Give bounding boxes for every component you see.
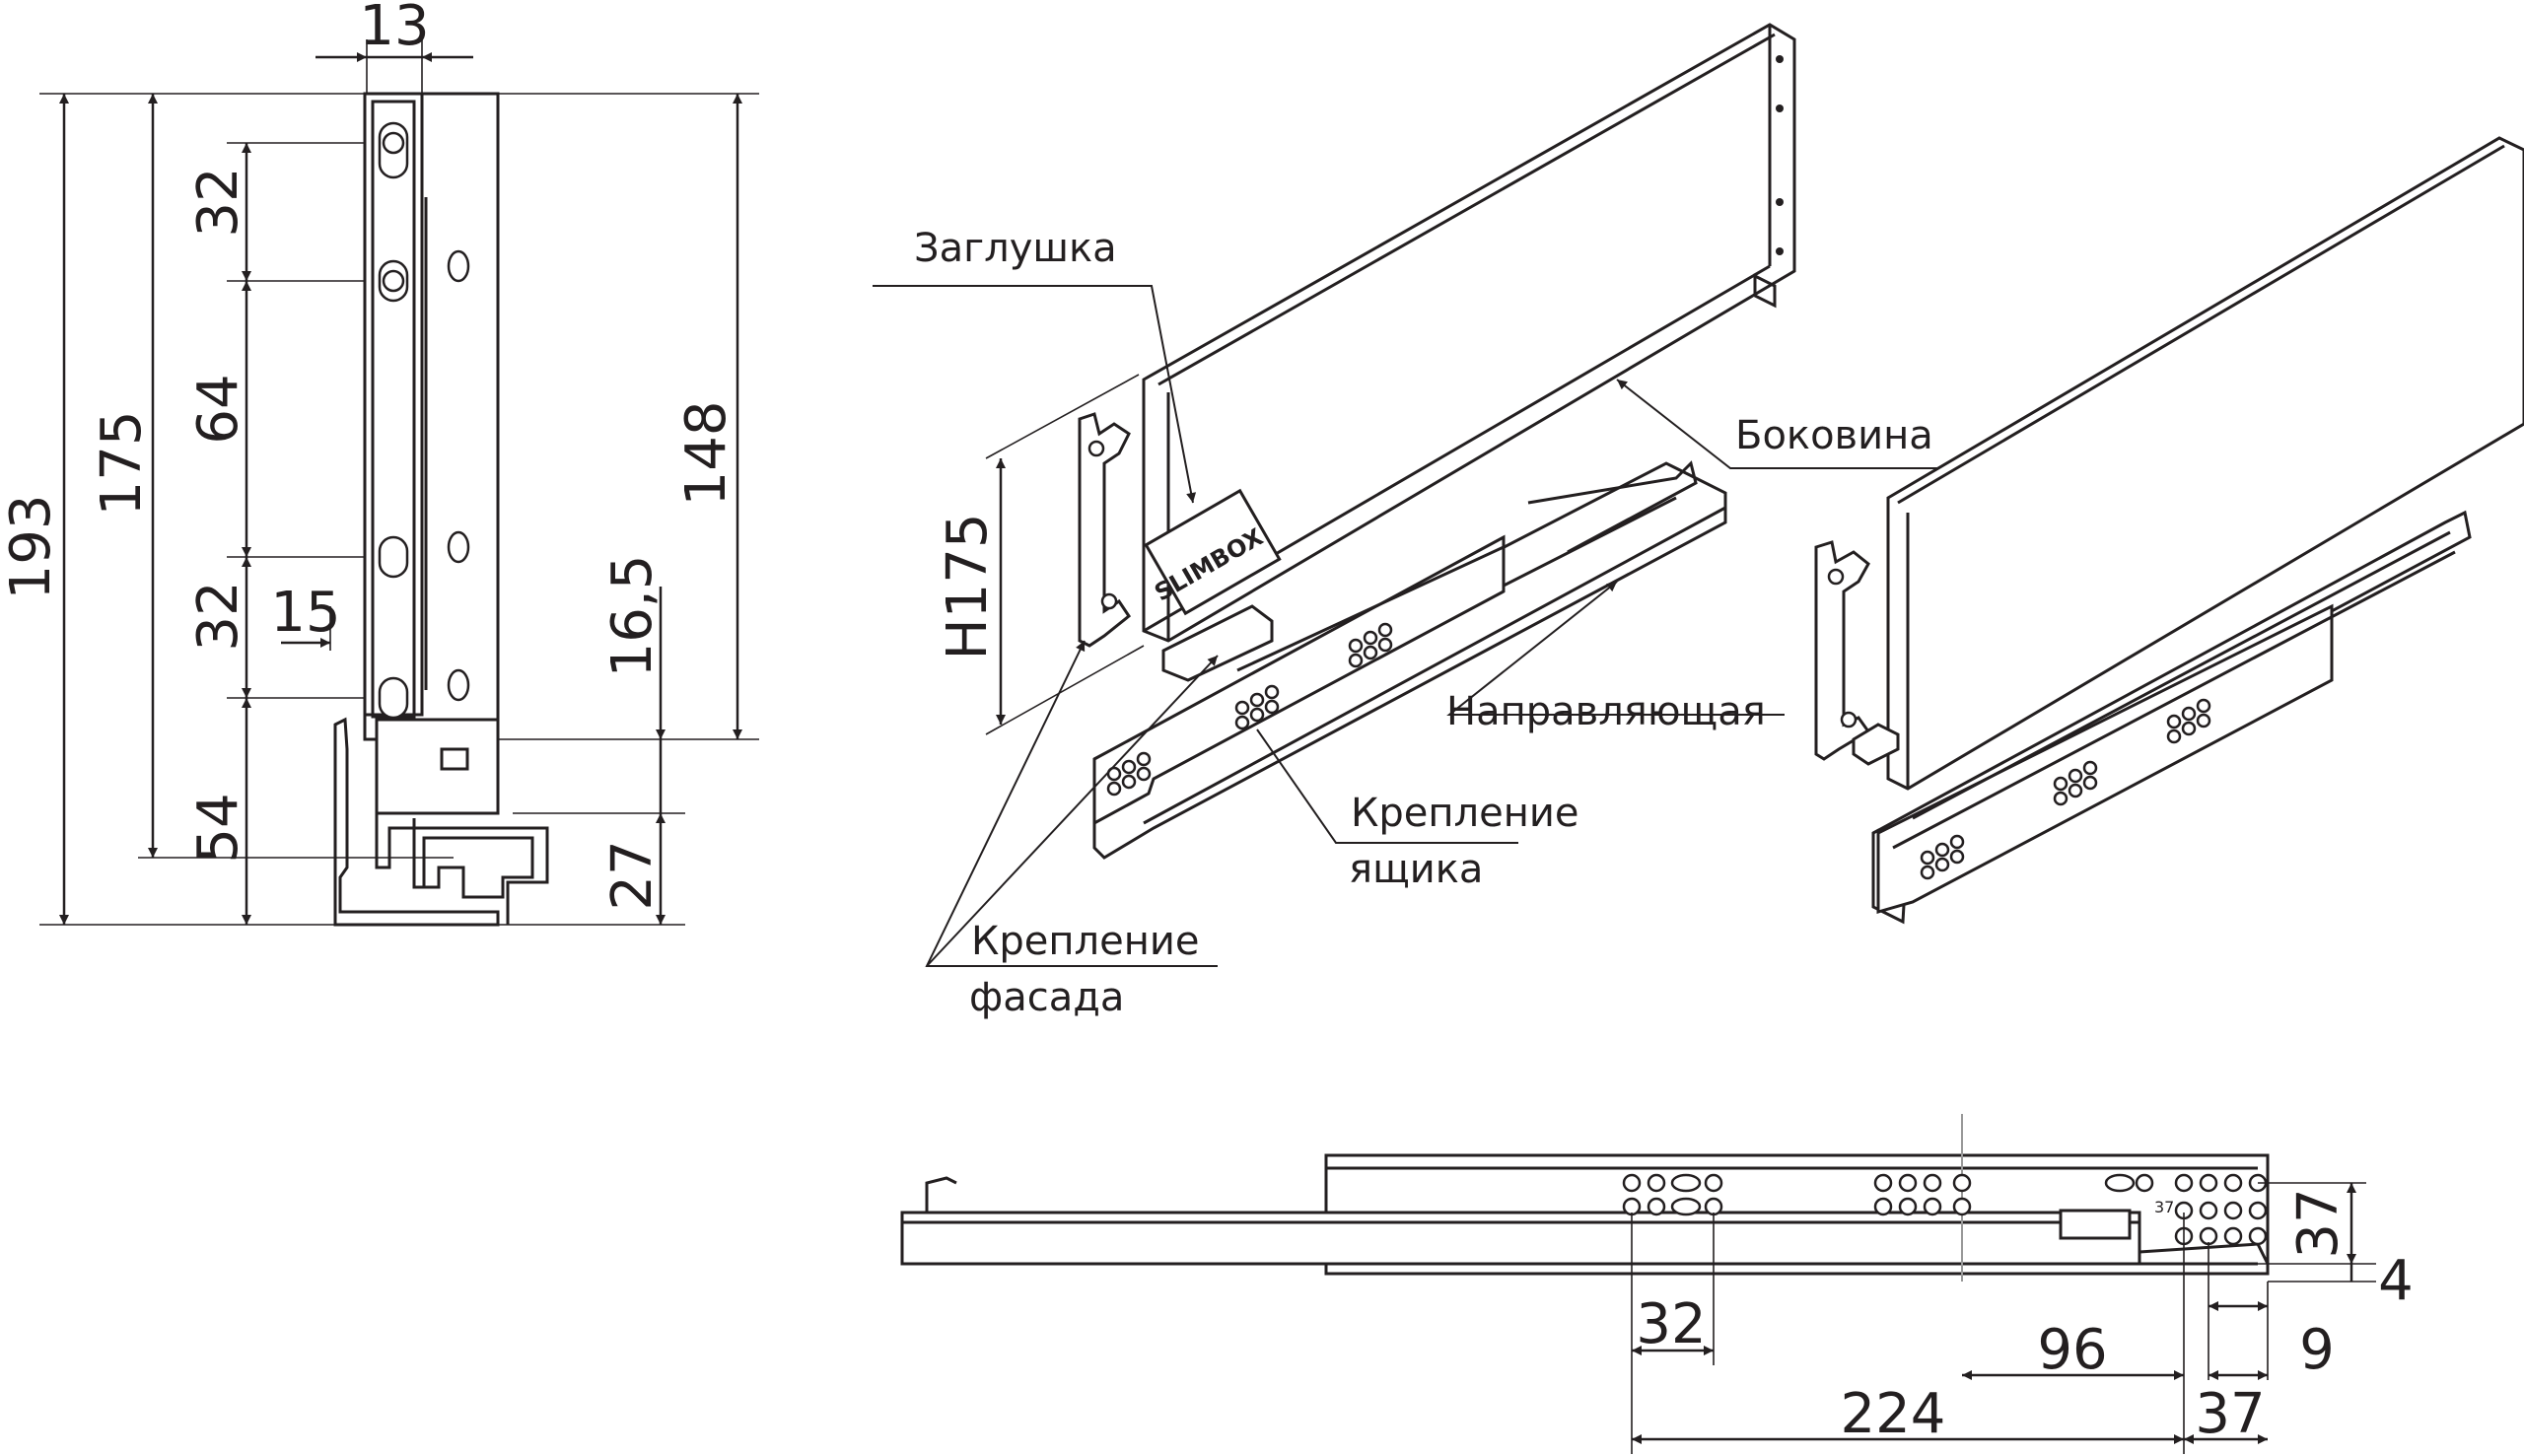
- dim-runner-small-37: 37: [2154, 1198, 2174, 1216]
- runner-holes: [1106, 622, 1393, 797]
- label-front-mount-line2: фасада: [969, 975, 1124, 1020]
- dim-runner-224: 224: [1841, 1382, 1946, 1446]
- section-view: [39, 39, 759, 927]
- dim-175: 175: [90, 411, 154, 517]
- dim-runner-9: 9: [2299, 1318, 2335, 1382]
- label-plug: Заглушка: [914, 226, 1117, 271]
- dim-32-bottom: 32: [186, 581, 250, 651]
- perspective-view-assembled: [1814, 136, 2524, 925]
- dim-148: 148: [674, 401, 738, 507]
- perspective-view: SLIMBOX: [873, 23, 1942, 967]
- section-dimension-labels: 13 193 175 32 64 32 15 54 148 16,5 27: [0, 0, 738, 911]
- dim-27: 27: [600, 840, 665, 910]
- dim-runner-96: 96: [2037, 1318, 2107, 1382]
- label-box-mount-line1: Крепление: [1351, 791, 1578, 836]
- dim-13: 13: [359, 0, 429, 58]
- dim-32-top: 32: [186, 167, 250, 237]
- dim-runner-32: 32: [1636, 1292, 1706, 1356]
- label-front-mount-line1: Крепление: [971, 919, 1199, 964]
- label-side-panel: Боковина: [1735, 413, 1933, 458]
- runner-dimension-labels: 32 96 224 37 37 4 9 37: [1636, 1188, 2413, 1446]
- label-height-h175: H175: [936, 514, 1000, 660]
- label-runner: Направляющая: [1446, 689, 1766, 734]
- runner-view: [900, 1114, 2376, 1454]
- dim-64: 64: [186, 374, 250, 444]
- label-box-mount-line2: ящика: [1349, 847, 1483, 892]
- dim-runner-4: 4: [2378, 1249, 2414, 1313]
- perspective-labels: Заглушка Боковина H175 Направляющая Креп…: [914, 226, 1933, 1020]
- dim-193: 193: [0, 495, 63, 600]
- dim-54: 54: [186, 793, 250, 863]
- runner-view-holes: [1622, 1173, 2268, 1246]
- dim-runner-37-bottom: 37: [2195, 1382, 2265, 1446]
- dim-15: 15: [270, 581, 340, 645]
- runner-holes-assembled: [1920, 698, 2211, 880]
- dim-16-5: 16,5: [600, 555, 665, 678]
- dim-runner-37-height: 37: [2286, 1188, 2350, 1258]
